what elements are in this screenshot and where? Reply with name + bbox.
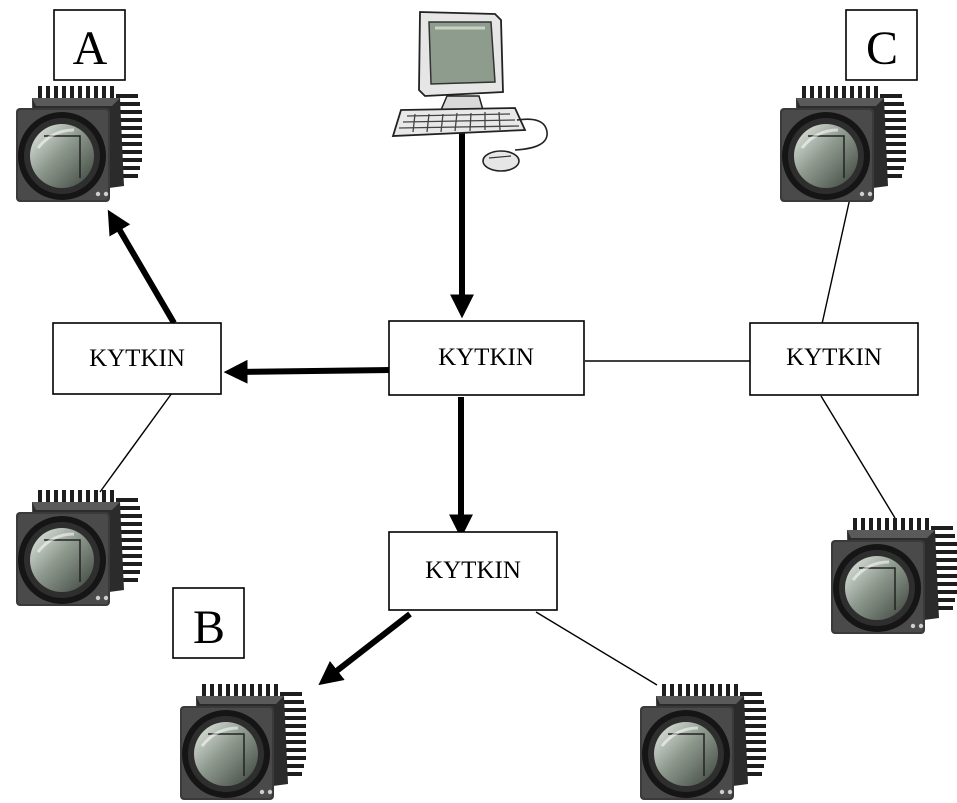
group-label-b: B	[172, 587, 245, 659]
hub-switch: KYTKIN	[388, 320, 585, 396]
camera-icon	[14, 488, 144, 608]
bottom-switch: KYTKIN	[388, 531, 558, 611]
camera-icon	[14, 84, 144, 204]
hub-switch-label: KYTKIN	[438, 344, 534, 371]
bottom-switch-to-camera-b-arrow	[318, 611, 412, 686]
left-switch-to-camera-a-arrow	[107, 209, 177, 325]
right-switch: KYTKIN	[749, 322, 919, 396]
camera-icon	[829, 516, 957, 636]
bottom-switch-label: KYTKIN	[425, 557, 521, 584]
right-switch-to-camera-lower-right-line	[820, 395, 896, 519]
camera-icon	[638, 682, 768, 802]
group-label-b-text: B	[193, 601, 225, 654]
right-switch-label: KYTKIN	[786, 344, 882, 371]
left-switch: KYTKIN	[52, 322, 222, 395]
camera-icon	[778, 84, 908, 204]
group-label-c-text: C	[866, 22, 898, 75]
group-label-a: A	[53, 9, 126, 81]
group-label-c: C	[845, 9, 918, 81]
group-label-a-text: A	[73, 22, 108, 75]
right-switch-to-camera-c-line	[821, 197, 851, 325]
computer-icon	[391, 11, 548, 172]
hub-to-left-switch-arrow	[223, 359, 390, 384]
left-switch-to-camera-lower-left-line	[99, 392, 173, 493]
bottom-switch-to-camera-bottom-right-line	[535, 611, 658, 686]
left-switch-label: KYTKIN	[89, 345, 185, 372]
camera-icon	[178, 682, 308, 802]
